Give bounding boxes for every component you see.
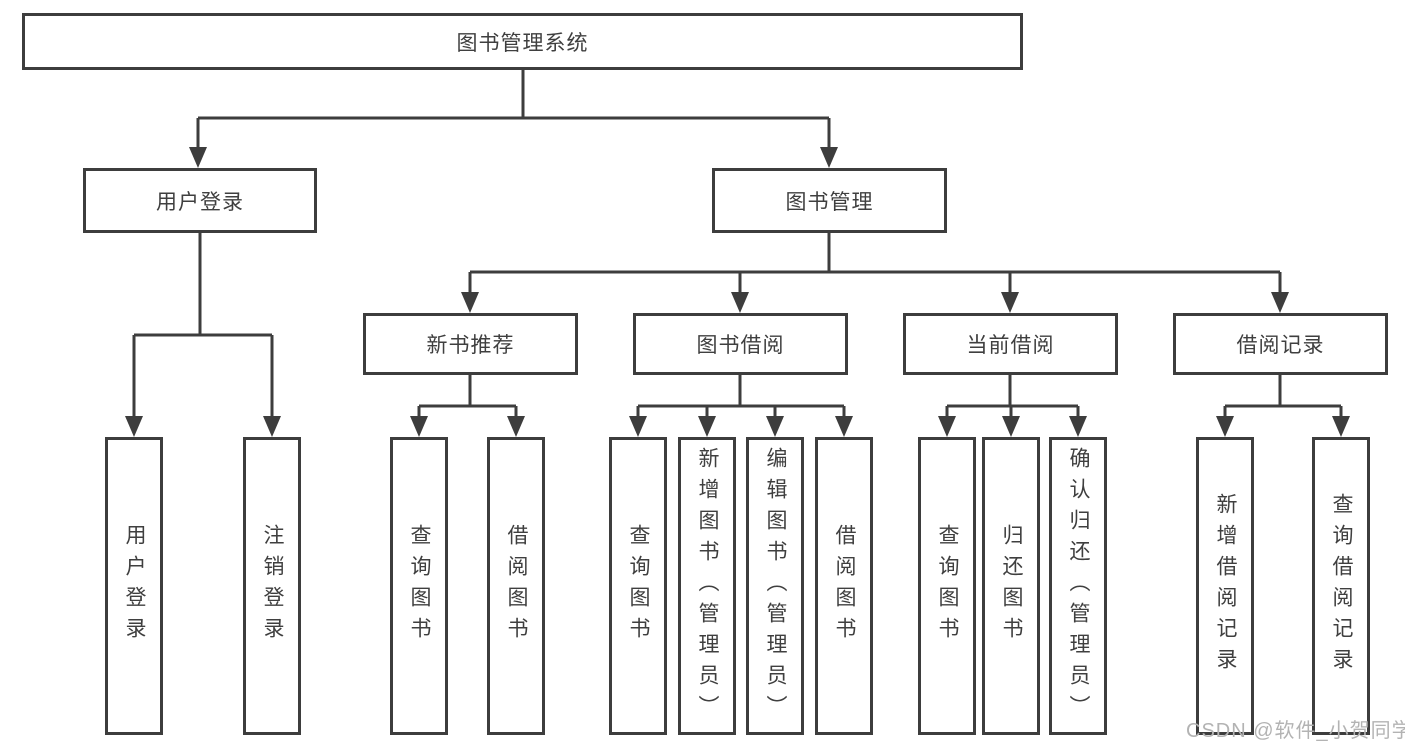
leaf-borrowing-query-books: 查询图书 (609, 437, 667, 735)
node-user-login: 用户登录 (83, 168, 317, 233)
arrowhead (189, 147, 207, 168)
node-new-book-recommend: 新书推荐 (363, 313, 578, 375)
arrowhead (1002, 416, 1020, 437)
leaf-label: 新增借阅记录 (1214, 493, 1237, 679)
arrowhead (629, 416, 647, 437)
leaf-records-add-borrow-record: 新增借阅记录 (1196, 437, 1254, 735)
node-borrowing-records: 借阅记录 (1173, 313, 1388, 375)
leaf-label: 注销登录 (261, 524, 284, 648)
arrowhead (766, 416, 784, 437)
node-current-borrowing: 当前借阅 (903, 313, 1118, 375)
arrowhead (461, 292, 479, 313)
arrowhead (507, 416, 525, 437)
arrowhead (698, 416, 716, 437)
leaf-recommend-query-books: 查询图书 (390, 437, 448, 735)
leaf-label: 查询图书 (627, 524, 650, 648)
node-book-management: 图书管理 (712, 168, 947, 233)
arrowhead (1271, 292, 1289, 313)
leaf-label: 查询借阅记录 (1330, 493, 1353, 679)
leaf-borrowing-edit-books-admin: 编辑图书（管理员） (746, 437, 804, 735)
node-root: 图书管理系统 (22, 13, 1023, 70)
arrowhead (125, 416, 143, 437)
leaf-records-query-borrow-record: 查询借阅记录 (1312, 437, 1370, 735)
arrowhead (1069, 416, 1087, 437)
leaf-current-confirm-return-admin: 确认归还（管理员） (1049, 437, 1107, 735)
leaf-recommend-borrow-books: 借阅图书 (487, 437, 545, 735)
node-book-borrowing: 图书借阅 (633, 313, 848, 375)
arrowhead (1332, 416, 1350, 437)
leaf-borrowing-borrow-books: 借阅图书 (815, 437, 873, 735)
leaf-logout-login: 注销登录 (243, 437, 301, 735)
arrowhead (938, 416, 956, 437)
watermark: CSDN @软件_小贺同学 (1186, 720, 1405, 742)
leaf-label: 借阅图书 (833, 524, 856, 648)
arrowhead (1001, 292, 1019, 313)
leaf-label: 新增图书（管理员） (696, 446, 719, 726)
leaf-label: 编辑图书（管理员） (764, 446, 787, 726)
leaf-label: 借阅图书 (505, 524, 528, 648)
leaf-current-return-books: 归还图书 (982, 437, 1040, 735)
leaf-label: 查询图书 (408, 524, 431, 648)
leaf-label: 归还图书 (1000, 524, 1023, 648)
leaf-label: 用户登录 (123, 524, 146, 648)
arrowhead (820, 147, 838, 168)
arrowhead (263, 416, 281, 437)
leaf-label: 查询图书 (936, 524, 959, 648)
leaf-current-query-books: 查询图书 (918, 437, 976, 735)
arrowhead (410, 416, 428, 437)
arrowhead (835, 416, 853, 437)
arrowhead (1216, 416, 1234, 437)
leaf-borrowing-add-books-admin: 新增图书（管理员） (678, 437, 736, 735)
leaf-user-login: 用户登录 (105, 437, 163, 735)
leaf-label: 确认归还（管理员） (1067, 446, 1090, 726)
arrowhead (731, 292, 749, 313)
